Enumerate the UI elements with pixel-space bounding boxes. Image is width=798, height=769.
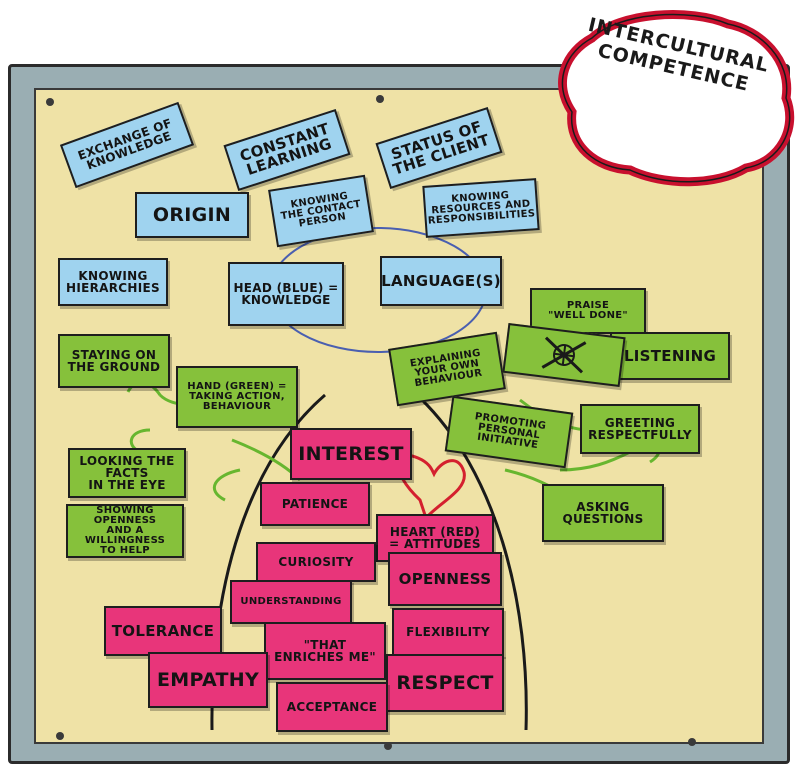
card-praise: PRAISE "WELL DONE": [530, 288, 646, 334]
pin-icon: [46, 98, 54, 106]
card-listening: LISTENING: [610, 332, 730, 380]
card-languages: LANGUAGE(S): [380, 256, 502, 306]
card-showing-openness: SHOWING OPENNESS AND A WILLINGNESS TO HE…: [66, 504, 184, 558]
card-respect: RESPECT: [386, 654, 504, 712]
card-interest: INTEREST: [290, 428, 412, 480]
card-openness: OPENNESS: [388, 552, 502, 606]
card-greeting-respectfully: GREETING RESPECTFULLY: [580, 404, 700, 454]
no-symbol-icon: [541, 336, 587, 374]
card-acceptance: ACCEPTANCE: [276, 682, 388, 732]
card-knowing-resources: KNOWING RESOURCES AND RESPONSIBILITIES: [422, 178, 540, 238]
pin-icon: [384, 742, 392, 750]
card-understanding: UNDERSTANDING: [230, 580, 352, 624]
pin-icon: [56, 732, 64, 740]
card-tolerance: TOLERANCE: [104, 606, 222, 656]
card-asking-questions: ASKING QUESTIONS: [542, 484, 664, 542]
pin-icon: [688, 738, 696, 746]
card-that-enriches-me: "THAT ENRICHES ME": [264, 622, 386, 680]
pin-icon: [376, 95, 384, 103]
card-flexibility: FLEXIBILITY: [392, 608, 504, 656]
card-empathy: EMPATHY: [148, 652, 268, 708]
card-head-knowledge: HEAD (BLUE) = KNOWLEDGE: [228, 262, 344, 326]
card-patience: PATIENCE: [260, 482, 370, 526]
card-no-symbol: [502, 322, 626, 388]
card-curiosity: CURIOSITY: [256, 542, 376, 582]
card-origin: ORIGIN: [135, 192, 249, 238]
card-staying-on-the-ground: STAYING ON THE GROUND: [58, 334, 170, 388]
card-hand-taking-action: HAND (GREEN) = TAKING ACTION, BEHAVIOUR: [176, 366, 298, 428]
card-knowing-hierarchies: KNOWING HIERARCHIES: [58, 258, 168, 306]
card-looking-the-facts: LOOKING THE FACTS IN THE EYE: [68, 448, 186, 498]
